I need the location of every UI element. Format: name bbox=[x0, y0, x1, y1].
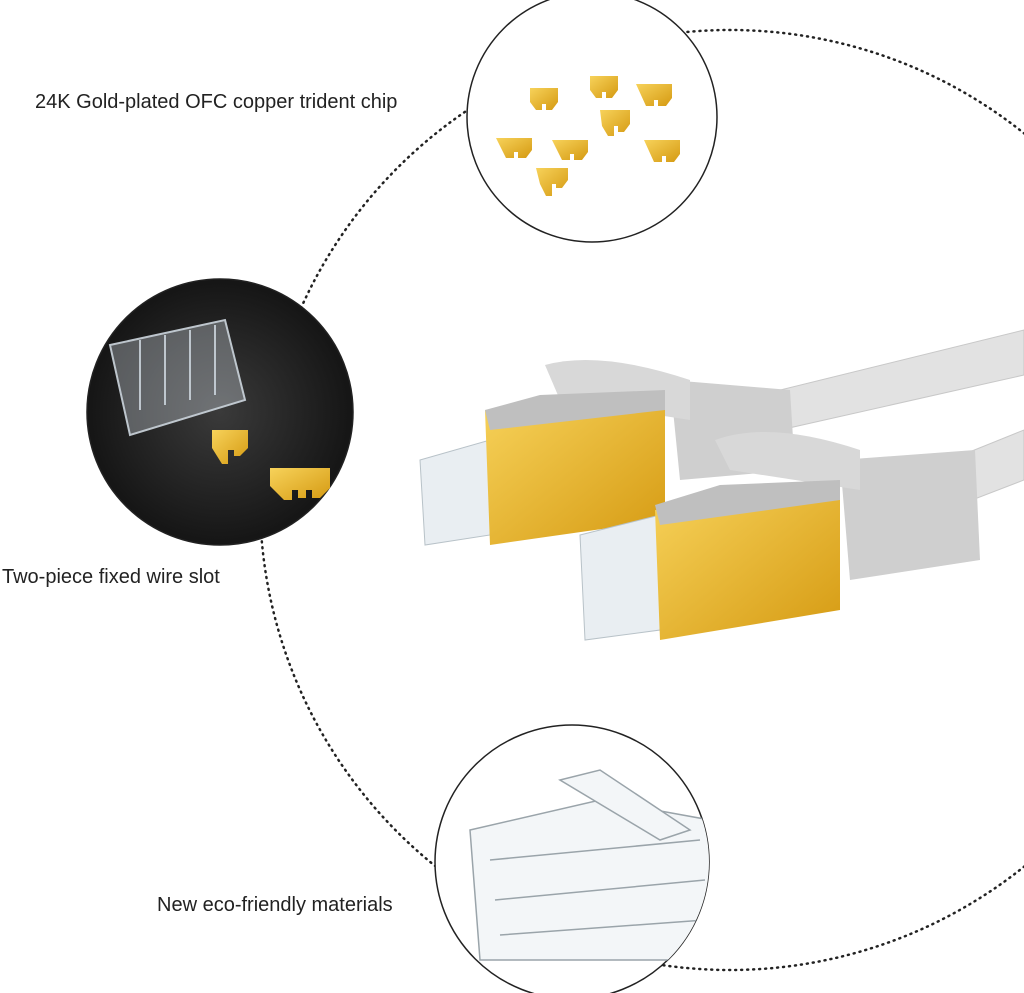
slot-label: Two-piece fixed wire slot bbox=[2, 566, 220, 588]
ethernet-connectors bbox=[419, 329, 1024, 641]
gold-chips-circle bbox=[466, 0, 718, 243]
clear-connector-circle bbox=[434, 724, 710, 993]
chip-label: 24K Gold-plated OFC copper trident chip bbox=[35, 91, 398, 113]
materials-label: New eco-friendly materials bbox=[157, 894, 393, 916]
wire-slot-circle bbox=[86, 278, 354, 546]
